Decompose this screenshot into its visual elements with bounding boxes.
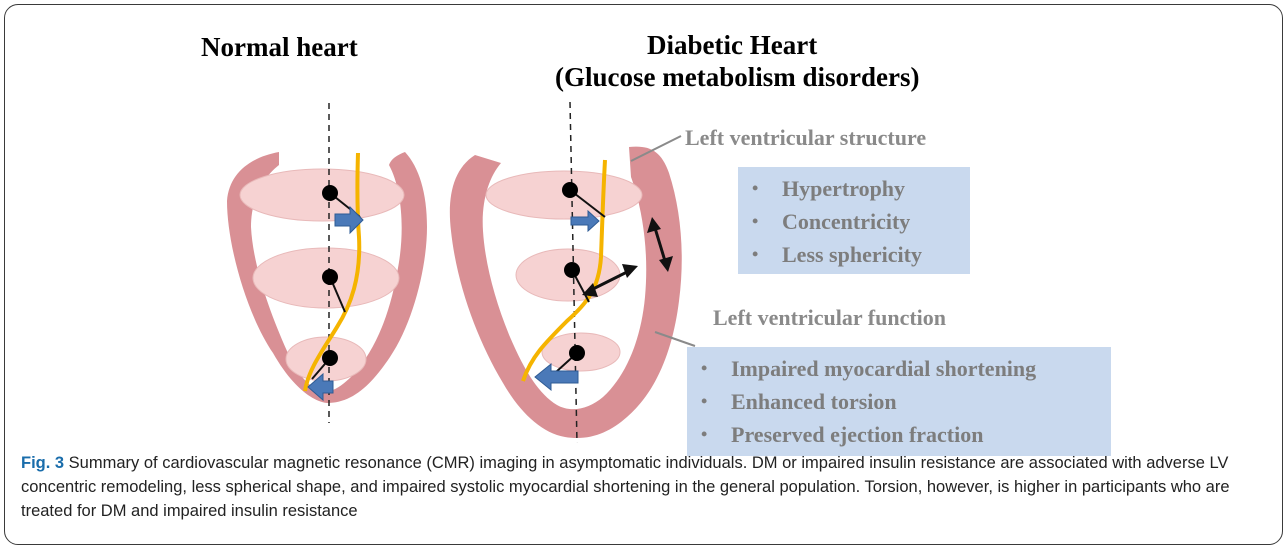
caption-label: Fig. 3: [21, 454, 64, 472]
diabetic-point-mid: [564, 262, 580, 278]
function-list: •Impaired myocardial shortening •Enhance…: [701, 352, 1111, 451]
figure-caption: Fig. 3 Summary of cardiovascular magneti…: [21, 451, 1271, 523]
structure-item: •Concentricity: [752, 205, 970, 238]
diabetic-point-base: [562, 182, 578, 198]
function-box: •Impaired myocardial shortening •Enhance…: [687, 347, 1111, 456]
figure-frame: Normal heart Diabetic Heart (Glucose met…: [4, 4, 1283, 545]
structure-item: •Less sphericity: [752, 238, 970, 271]
structure-box: •Hypertrophy •Concentricity •Less spheri…: [738, 167, 970, 274]
structure-list: •Hypertrophy •Concentricity •Less spheri…: [752, 172, 970, 271]
function-item: •Impaired myocardial shortening: [701, 352, 1111, 385]
normal-heart: [227, 103, 427, 423]
diabetic-point-apex: [569, 345, 585, 361]
normal-point-base: [322, 185, 338, 201]
structure-label: Left ventricular structure: [685, 125, 926, 151]
function-label: Left ventricular function: [713, 305, 946, 331]
normal-point-apex: [322, 350, 338, 366]
caption-text: Summary of cardiovascular magnetic reson…: [21, 454, 1230, 520]
structure-item: •Hypertrophy: [752, 172, 970, 205]
function-item: •Enhanced torsion: [701, 385, 1111, 418]
normal-point-mid: [322, 269, 338, 285]
diabetic-heart: [450, 102, 695, 443]
figure-panel: Normal heart Diabetic Heart (Glucose met…: [5, 5, 1283, 445]
normal-slice-base: [240, 169, 404, 221]
function-item: •Preserved ejection fraction: [701, 418, 1111, 451]
